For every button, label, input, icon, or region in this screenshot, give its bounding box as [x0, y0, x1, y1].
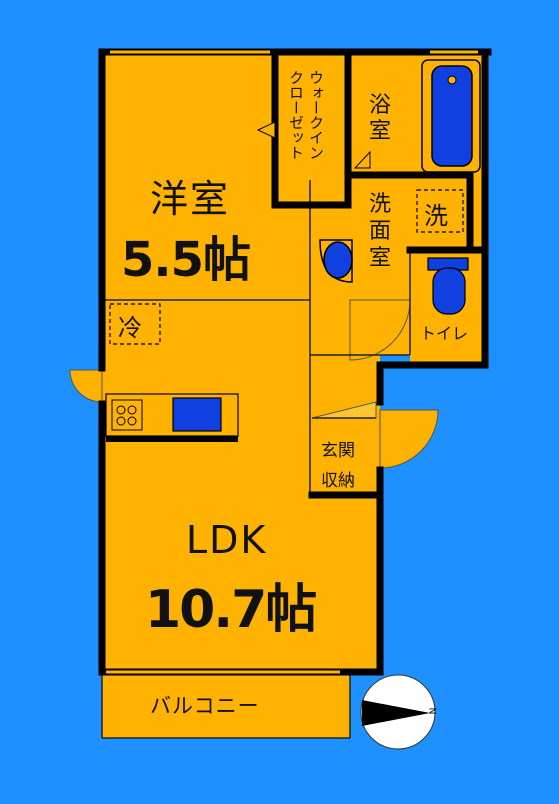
- entry-floor: [310, 355, 380, 495]
- fridge-space: [109, 303, 161, 345]
- washroom-label: 洗面室: [369, 192, 392, 271]
- washer-label: 洗: [424, 202, 448, 230]
- entrance-storage-line2: 収納: [321, 471, 355, 491]
- compass: [360, 674, 436, 750]
- compass-north-label: N: [426, 707, 437, 715]
- window-marks: [106, 50, 478, 674]
- kitchen-counter: [105, 393, 239, 442]
- entrance-storage-line1: 玄関: [321, 441, 355, 461]
- ldk-window-swing: [69, 369, 103, 403]
- ldk-size: 10.7帖: [145, 580, 317, 640]
- toilet-fixture: [427, 257, 469, 315]
- bathtub: [421, 59, 481, 173]
- door-swings: [69, 299, 439, 469]
- wash-basin: [319, 239, 353, 283]
- washer-space: [416, 189, 464, 233]
- western-room-size: 5.5帖: [121, 232, 251, 288]
- fridge-label: 冷: [118, 314, 142, 342]
- balcony-label: バルコニー: [150, 694, 260, 718]
- ldk-name: LDK: [186, 518, 268, 562]
- bath-label: 浴室: [369, 93, 392, 144]
- balcony-floor: [102, 670, 350, 738]
- toilet-label: トイレ: [420, 324, 469, 343]
- front-door-swing: [379, 409, 439, 469]
- western-room-name: 洋室: [150, 177, 231, 221]
- walk-in-closet-label: ウォークイン クローゼット: [287, 70, 325, 160]
